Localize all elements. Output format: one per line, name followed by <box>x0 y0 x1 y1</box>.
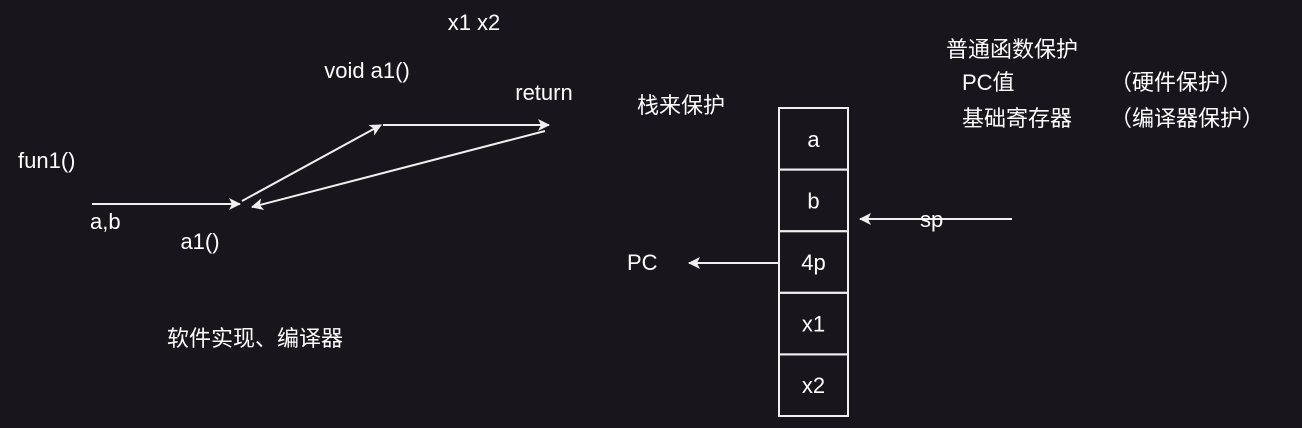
software-label: 软件实现、编译器 <box>167 326 343 351</box>
a1-label: a1() <box>180 229 219 254</box>
stack-cell-label: x2 <box>802 373 825 398</box>
stack: a b 4p x1 x2 <box>778 107 849 417</box>
enter-arrow <box>241 124 382 202</box>
pc-value-label: PC值 <box>962 70 1015 95</box>
stack-cell-label: b <box>807 188 819 213</box>
ab-label: a,b <box>90 209 121 234</box>
stack-protect-label: 栈来保护 <box>637 93 725 118</box>
compiler-label: （编译器保护） <box>1110 106 1264 131</box>
fun1-label: fun1() <box>18 148 75 173</box>
void-a1-label: void a1() <box>324 58 410 83</box>
sp-label: sp <box>920 207 943 232</box>
return-label: return <box>515 80 572 105</box>
return-arrow <box>251 130 546 211</box>
normal-func-label: 普通函数保护 <box>946 37 1078 62</box>
stack-cell-label: 4p <box>801 250 825 275</box>
x1x2-label: x1 x2 <box>448 10 501 35</box>
hardware-label: （硬件保护） <box>1110 70 1242 95</box>
base-regs-label: 基础寄存器 <box>962 106 1072 131</box>
stack-cell <box>778 353 849 417</box>
stack-cell-label: a <box>807 127 820 152</box>
stack-cell-label: x1 <box>802 312 825 337</box>
pc-label: PC <box>627 250 658 275</box>
